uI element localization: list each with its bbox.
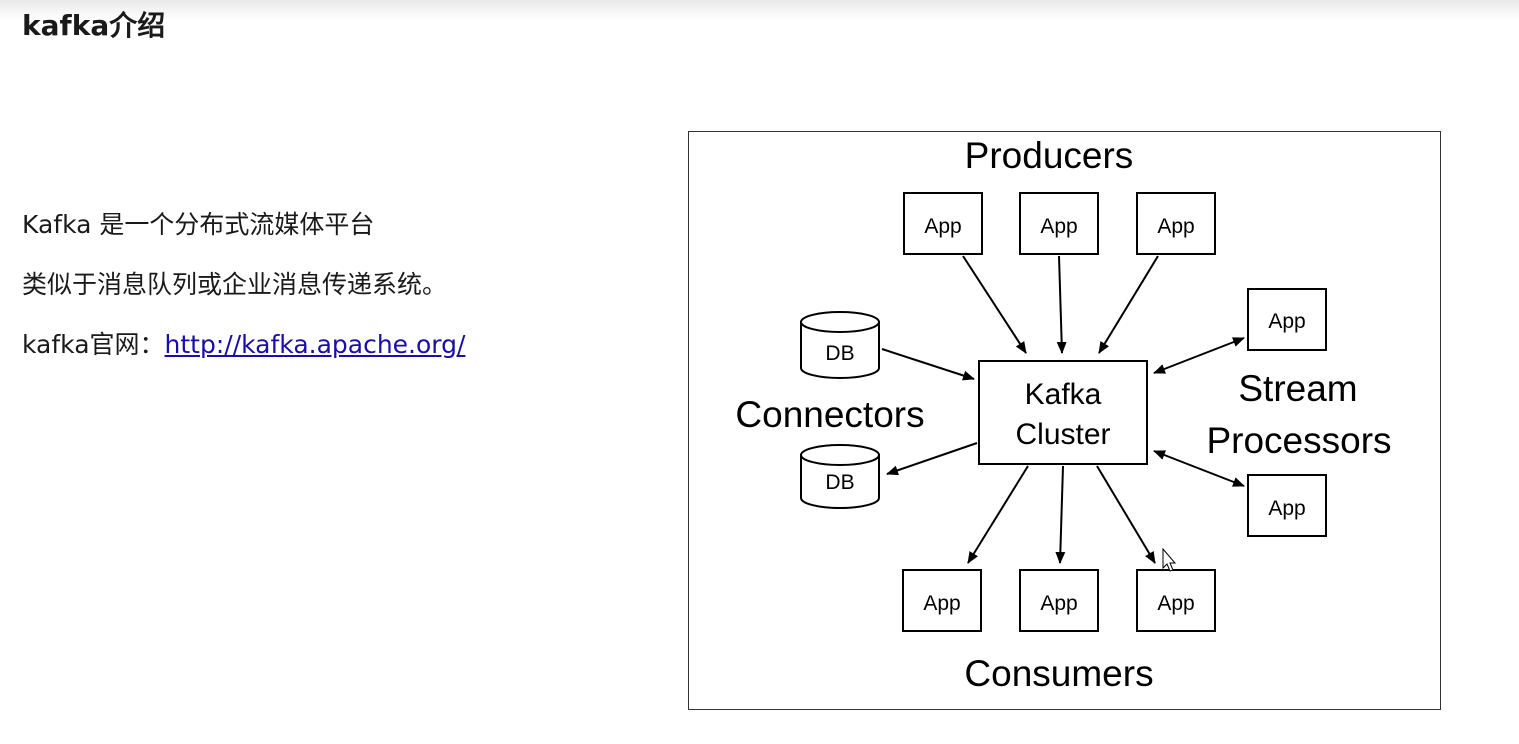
producer-app-3-label: App (1157, 215, 1194, 238)
connector-db-top: DB (800, 311, 880, 379)
consumer-app-3-label: App (1157, 592, 1194, 615)
consumer-app-1-label: App (923, 592, 960, 615)
arrow-cluster-to-db (886, 442, 978, 476)
cluster-label-cluster: Cluster (1015, 418, 1110, 451)
stream-label: Stream (1238, 368, 1357, 409)
arrow-producer-3-to-cluster (1098, 255, 1159, 354)
processors-label: Processors (1206, 420, 1391, 461)
consumer-app-2-label: App (1040, 592, 1077, 615)
consumers-label: Consumers (964, 653, 1153, 694)
intro-line-website: kafka官网：http://kafka.apache.org/ (22, 325, 642, 385)
mouse-cursor-icon (1162, 547, 1177, 572)
producer-app-1: App (903, 192, 983, 255)
connector-db-bottom: DB (800, 444, 880, 509)
kafka-website-link[interactable]: http://kafka.apache.org/ (164, 330, 466, 359)
cluster-label-kafka: Kafka (1025, 378, 1102, 411)
producer-app-2: App (1019, 192, 1099, 255)
arrow-producer-2-to-cluster (1056, 255, 1067, 354)
arrow-cluster-to-consumer-1 (967, 465, 1029, 564)
diagram-canvas: Producers App App App Kafka Cluster DB (688, 131, 1441, 710)
page-title: kafka介绍 (22, 9, 166, 42)
producers-label: Producers (965, 135, 1134, 176)
stream-app-bottom-label: App (1268, 497, 1305, 520)
producer-app-3: App (1136, 192, 1216, 255)
consumer-app-1: App (902, 569, 982, 632)
consumer-app-2: App (1019, 569, 1099, 632)
producer-app-1-label: App (924, 215, 961, 238)
producer-app-2-label: App (1040, 215, 1077, 238)
arrow-cluster-to-consumer-2 (1055, 465, 1066, 564)
stream-app-bottom: App (1247, 474, 1327, 537)
kafka-architecture-diagram: Producers App App App Kafka Cluster DB (688, 131, 1441, 710)
kafka-cluster-box: Kafka Cluster (978, 360, 1148, 465)
top-toolbar-shadow (0, 0, 1519, 20)
arrow-db-to-cluster (881, 348, 975, 381)
stream-app-top: App (1247, 288, 1327, 351)
intro-line-platform: Kafka 是一个分布式流媒体平台 (22, 210, 375, 239)
arrow-cluster-stream-top (1153, 337, 1245, 374)
consumer-app-3: App (1136, 569, 1216, 632)
arrow-cluster-to-consumer-3 (1096, 465, 1156, 564)
website-label: kafka官网： (22, 330, 165, 359)
intro-text-block: Kafka 是一个分布式流媒体平台 类似于消息队列或企业消息传递系统。 kafk… (22, 205, 642, 385)
arrow-producer-1-to-cluster (962, 255, 1027, 354)
db-bottom-label: DB (825, 471, 854, 494)
arrow-cluster-stream-bottom (1153, 450, 1245, 487)
intro-line-messaging: 类似于消息队列或企业消息传递系统。 (22, 270, 448, 299)
connectors-label: Connectors (735, 394, 924, 435)
stream-app-top-label: App (1268, 310, 1305, 333)
db-top-label: DB (825, 342, 854, 365)
